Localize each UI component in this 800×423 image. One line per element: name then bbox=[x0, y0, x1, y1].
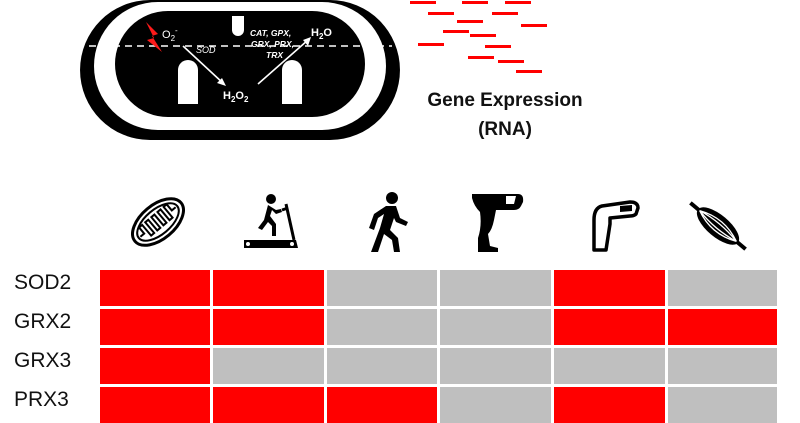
cell-sod2-col3 bbox=[327, 270, 437, 306]
gene-expression-dashes bbox=[410, 1, 547, 73]
cell-sod2-col5 bbox=[554, 270, 665, 306]
expression-dash bbox=[462, 1, 488, 4]
mitochondrion-diagram: O2- SOD CAT, GPX, GRX, PRX, TRX H2O H2O2 bbox=[80, 0, 547, 140]
sod-label: SOD bbox=[196, 45, 216, 55]
expression-dash bbox=[443, 30, 469, 33]
expression-dash bbox=[485, 45, 511, 48]
cell-grx3-col2 bbox=[213, 348, 324, 384]
expression-dash bbox=[410, 1, 436, 4]
expression-dash bbox=[470, 34, 496, 37]
expression-dash bbox=[418, 43, 444, 46]
cell-prx3-col4 bbox=[440, 387, 551, 423]
cell-sod2-col4 bbox=[440, 270, 551, 306]
arrowhead bbox=[303, 37, 311, 46]
gene-expression-title: Gene Expression (RNA) bbox=[405, 86, 605, 144]
o2-label: O2- bbox=[162, 26, 178, 43]
cell-prx3-col5 bbox=[554, 387, 665, 423]
arrow-o2-to-h2o2 bbox=[182, 45, 225, 85]
cell-grx3-col6 bbox=[668, 348, 777, 384]
cell-sod2-col1 bbox=[100, 270, 210, 306]
cell-grx3-col1 bbox=[100, 348, 210, 384]
cell-grx2-col5 bbox=[554, 309, 665, 345]
walking-person-icon bbox=[356, 190, 420, 259]
row-label-sod2: SOD2 bbox=[14, 271, 72, 294]
expression-dash bbox=[498, 60, 524, 63]
cell-grx2-col2 bbox=[213, 309, 324, 345]
enzymes-line3: TRX bbox=[266, 50, 284, 60]
lightning-icon bbox=[146, 22, 162, 52]
gene-expression-title-line1: Gene Expression bbox=[427, 90, 583, 111]
arrowhead bbox=[217, 78, 226, 86]
crista bbox=[282, 60, 302, 104]
crista bbox=[232, 16, 244, 36]
h2o2-label: H2O2 bbox=[223, 90, 249, 104]
arm-icon bbox=[580, 190, 644, 259]
expression-dash bbox=[428, 12, 454, 15]
crista bbox=[178, 60, 198, 104]
expression-dash bbox=[516, 70, 542, 73]
cell-grx2-col1 bbox=[100, 309, 210, 345]
expression-dash bbox=[521, 24, 547, 27]
expression-dash bbox=[468, 56, 494, 59]
cell-sod2-col6 bbox=[668, 270, 777, 306]
mitochondrion-icon bbox=[126, 190, 190, 259]
cell-prx3-col3 bbox=[327, 387, 437, 423]
enzymes-line1: CAT, GPX, bbox=[250, 28, 291, 38]
cell-prx3-col1 bbox=[100, 387, 210, 423]
cell-grx3-col4 bbox=[440, 348, 551, 384]
muscle-fiber-icon bbox=[682, 190, 754, 267]
expression-dash bbox=[492, 12, 518, 15]
h2o-label: H2O bbox=[311, 27, 332, 41]
expression-dash bbox=[457, 20, 483, 23]
row-label-grx3: GRX3 bbox=[14, 349, 72, 372]
cell-prx3-col2 bbox=[213, 387, 324, 423]
row-label-grx2: GRX2 bbox=[14, 310, 72, 333]
cell-grx2-col4 bbox=[440, 309, 551, 345]
enzymes-line2: GRX, PRX, bbox=[251, 39, 294, 49]
cell-grx3-col3 bbox=[327, 348, 437, 384]
leg-icon bbox=[466, 190, 530, 259]
gene-expression-title-line2: (RNA) bbox=[478, 119, 532, 140]
cell-sod2-col2 bbox=[213, 270, 324, 306]
cell-grx2-col6 bbox=[668, 309, 777, 345]
cell-prx3-col6 bbox=[668, 387, 777, 423]
row-label-prx3: PRX3 bbox=[14, 388, 69, 411]
treadmill-runner-icon bbox=[238, 190, 302, 259]
arrow-h2o2-to-h2o bbox=[257, 39, 309, 85]
inner-membrane bbox=[115, 11, 365, 117]
expression-dash bbox=[505, 1, 531, 4]
cell-grx3-col5 bbox=[554, 348, 665, 384]
cell-grx2-col3 bbox=[327, 309, 437, 345]
